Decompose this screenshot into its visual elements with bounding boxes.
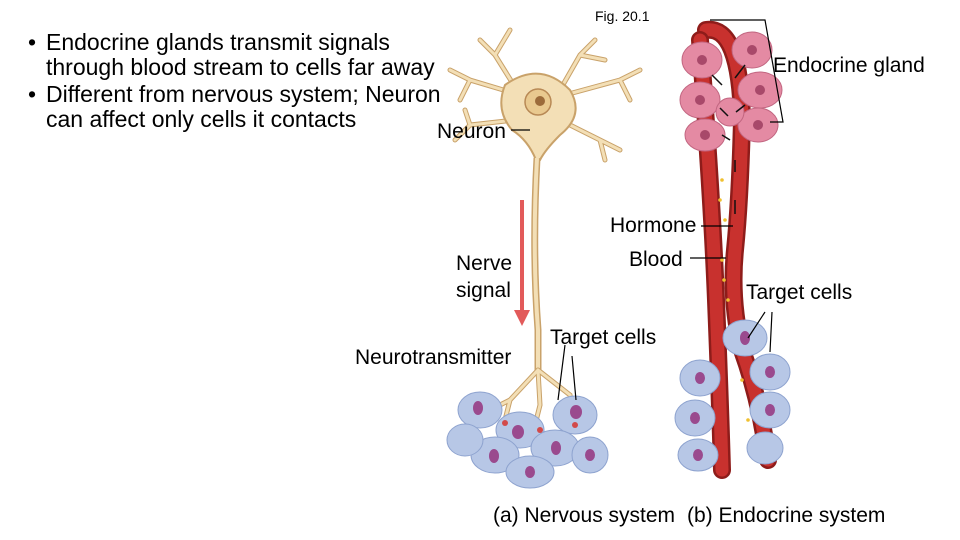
nerve-signal-label-line1: Nerve [456, 252, 513, 275]
target-cell-cluster-a [446, 391, 609, 489]
nerve-signal-arrow [514, 200, 530, 326]
neurotransmitter-label: Neurotransmitter [355, 346, 512, 369]
nerve-signal-label-line2: signal [456, 279, 511, 302]
target-cell-cluster-b [674, 319, 791, 472]
bullet-text: Different from nervous system; Neuron ca… [46, 81, 441, 132]
target-cells-label-b: Target cells [746, 281, 853, 304]
figure-caption: Fig. 20.1 [595, 8, 650, 24]
endocrine-gland-label: Endocrine gland [773, 54, 925, 77]
endocrine-gland-cells [679, 31, 783, 152]
bullet-glyph: • [28, 81, 37, 107]
neuron-label: Neuron [437, 120, 506, 143]
target-cells-label-a: Target cells [550, 326, 657, 349]
bullet-list: • Endocrine glands transmit signals thro… [28, 30, 448, 134]
leader-lines [511, 19, 784, 401]
bullet-item: • Endocrine glands transmit signals thro… [28, 30, 448, 80]
hormone-label: Hormone [610, 214, 697, 237]
blood-label: Blood [629, 248, 683, 271]
panel-a-caption: (a) Nervous system [493, 504, 676, 527]
bullet-text: Endocrine glands transmit signals throug… [46, 29, 435, 80]
hormone-arrows [711, 64, 746, 214]
bullet-item: • Different from nervous system; Neuron … [28, 82, 448, 132]
bullet-glyph: • [28, 29, 37, 55]
panel-b-caption: (b) Endocrine system [687, 504, 886, 527]
neuron-illustration [447, 27, 643, 428]
